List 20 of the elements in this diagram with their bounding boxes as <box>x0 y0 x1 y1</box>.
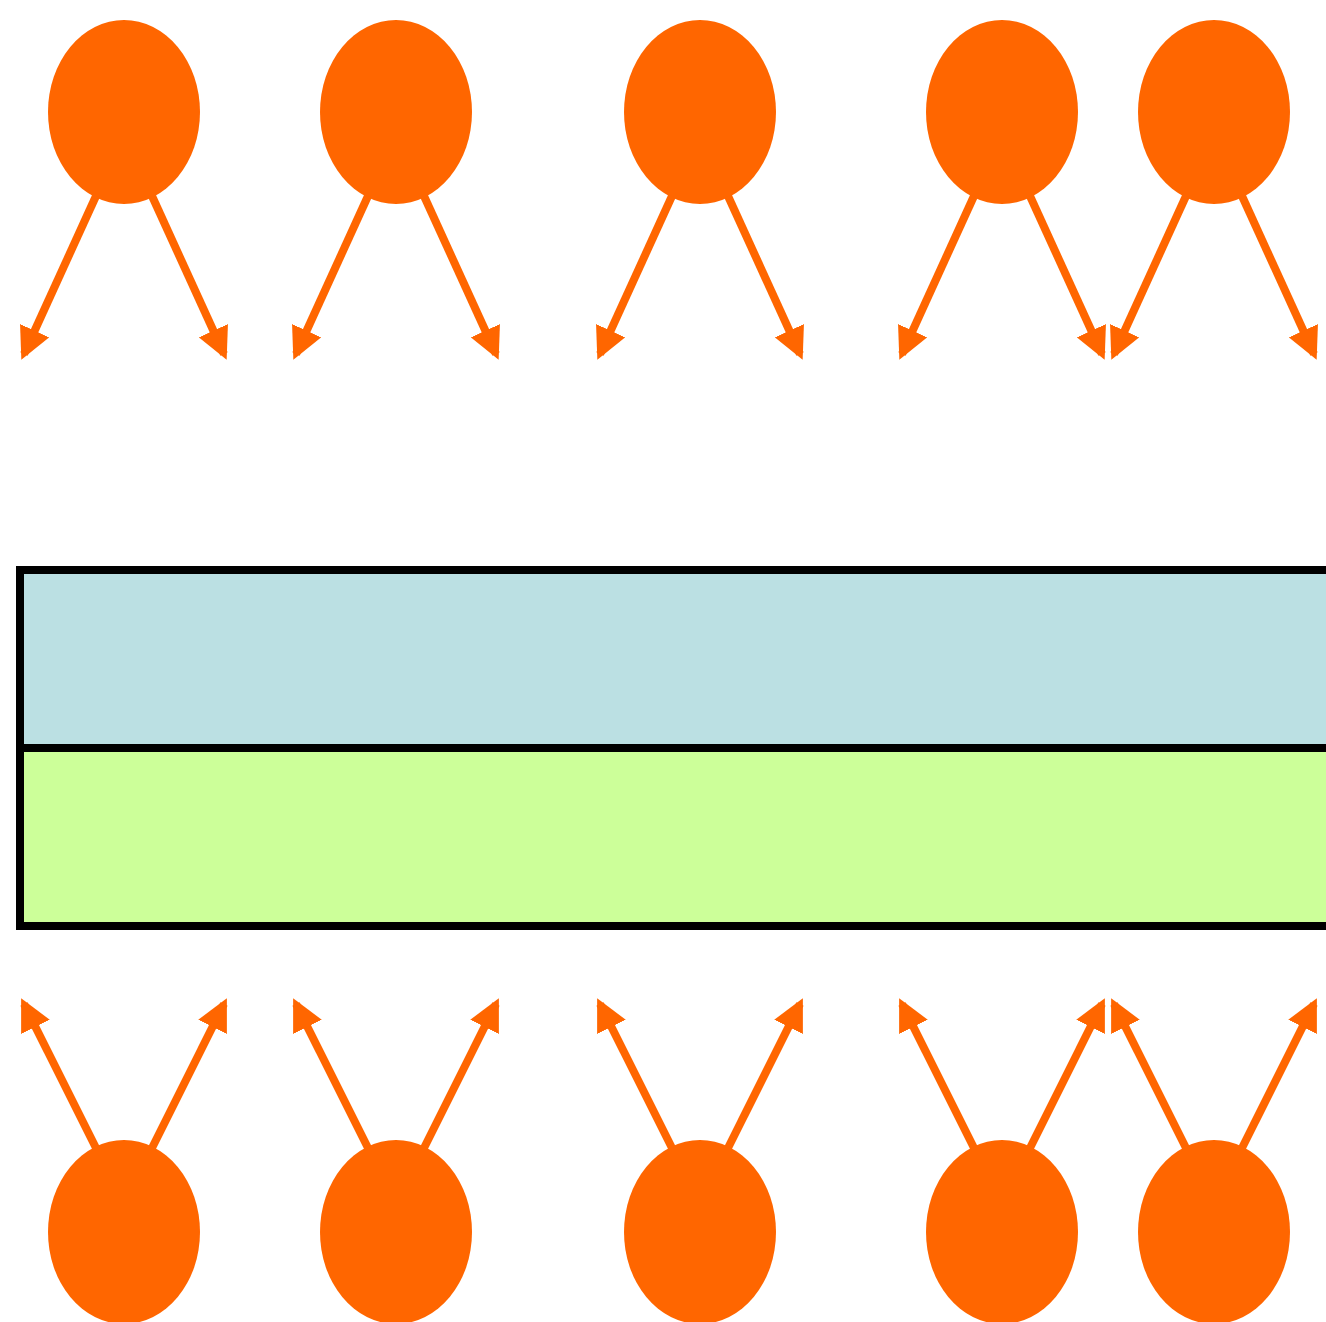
arrow <box>420 998 500 1150</box>
arrow <box>1238 998 1318 1150</box>
arrow <box>292 194 372 360</box>
arrow <box>20 194 100 360</box>
arrow <box>1110 194 1190 360</box>
arrow <box>898 194 978 360</box>
arrow <box>596 998 676 1150</box>
arrow <box>1026 998 1106 1150</box>
arrow <box>420 194 500 360</box>
arrow <box>724 998 804 1150</box>
arrow <box>596 194 676 360</box>
arrow <box>20 998 100 1150</box>
arrow <box>148 998 228 1150</box>
arrow <box>1026 194 1106 360</box>
arrow <box>148 194 228 360</box>
arrow <box>292 998 372 1150</box>
arrow <box>1110 998 1190 1150</box>
arrow <box>1238 194 1318 360</box>
arrow <box>724 194 804 360</box>
arrow <box>898 998 978 1150</box>
